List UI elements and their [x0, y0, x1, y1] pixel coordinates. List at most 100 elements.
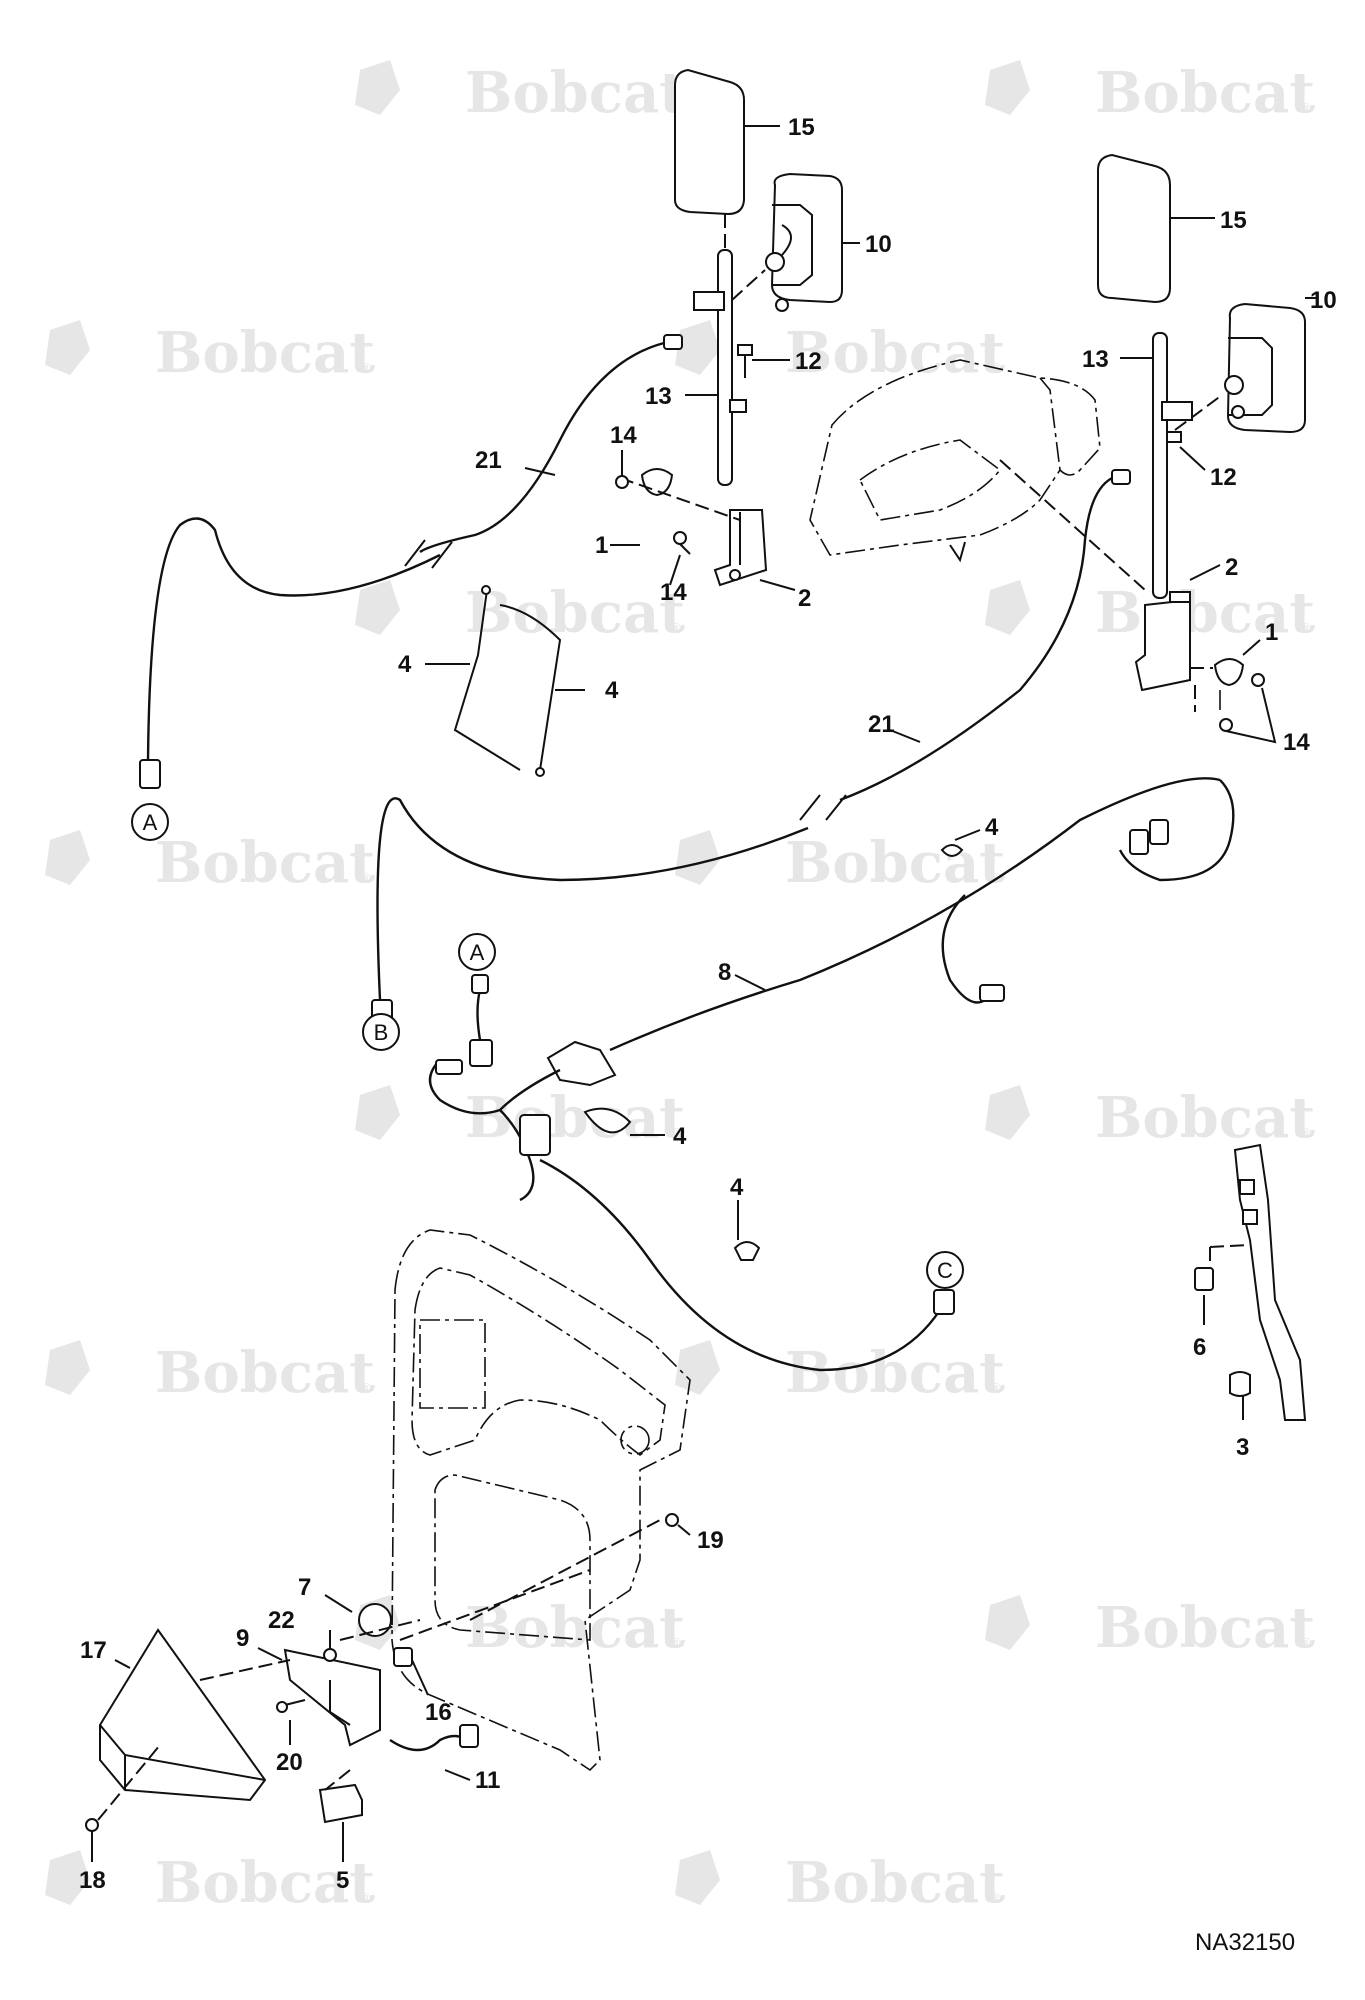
watermark: Bobcat ®: [355, 1085, 685, 1151]
callout-2: 2: [1225, 554, 1238, 581]
watermark: Bobcat ®: [355, 1595, 685, 1661]
leader-lines: [91, 125, 1318, 1862]
watermark-reg-mark: ®: [1300, 101, 1312, 115]
bracket-right: [1134, 598, 1191, 692]
callout-5: 5: [336, 1867, 349, 1894]
callout-11: 11: [475, 1767, 500, 1794]
cable-21-left: [139, 334, 683, 789]
bolt-12-right: [1166, 431, 1182, 443]
callout-17: 17: [80, 1637, 107, 1664]
door-frame-phantom: [391, 1229, 691, 1772]
watermark: Bobcat ®: [45, 320, 375, 386]
svg-text:Bobcat: Bobcat: [465, 580, 685, 646]
watermark-reg-mark: ®: [360, 871, 372, 885]
callout-1: 1: [1265, 619, 1278, 646]
callout-6: 6: [1193, 1334, 1206, 1361]
callout-21: 21: [868, 711, 895, 738]
callout-12: 12: [1210, 464, 1237, 491]
work-light-left: [770, 172, 843, 304]
svg-text:Bobcat: Bobcat: [1095, 1085, 1315, 1151]
watermark-reg-mark: ®: [360, 1381, 372, 1395]
watermark: Bobcat ®: [985, 1085, 1315, 1151]
loader-arm-phantom: [809, 359, 1101, 563]
callout-22: 22: [268, 1607, 295, 1634]
tie-straps-upper: [453, 585, 562, 777]
callouts: 15 10 12 13 21 14 1 14 2 4 4 15 10 13 12…: [79, 114, 1337, 1894]
mirror-left: [674, 68, 745, 216]
svg-text:Bobcat: Bobcat: [785, 830, 1005, 896]
watermark: Bobcat ®: [985, 60, 1315, 126]
callout-4: 4: [730, 1174, 744, 1201]
callout-4: 4: [605, 677, 619, 704]
watermark-reg-mark: ®: [990, 1381, 1002, 1395]
callout-4: 4: [673, 1123, 687, 1150]
callout-13: 13: [645, 383, 672, 410]
callout-7: 7: [298, 1574, 311, 1601]
watermark: Bobcat ®: [355, 580, 685, 646]
watermark-reg-mark: ®: [670, 621, 682, 635]
callout-15: 15: [788, 114, 815, 141]
watermark: Bobcat ®: [45, 1850, 375, 1916]
watermark: Bobcat ®: [675, 1850, 1005, 1916]
watermark: Bobcat ®: [985, 1595, 1315, 1661]
watermark-reg-mark: ®: [1300, 1636, 1312, 1650]
svg-text:A: A: [470, 940, 485, 965]
svg-text:Bobcat: Bobcat: [155, 1340, 375, 1406]
svg-text:Bobcat: Bobcat: [155, 830, 375, 896]
ref-a-harness: A: [458, 933, 496, 971]
watermark-layer: Bobcat ® Bobcat ® Bobcat ® Bobcat ® Bobc…: [45, 60, 1315, 1916]
switch-6: [1194, 1267, 1214, 1291]
side-bracket-right: [1194, 1143, 1307, 1421]
callout-12: 12: [795, 348, 822, 375]
watermark: Bobcat ®: [45, 1340, 375, 1406]
callout-10: 10: [1310, 287, 1337, 314]
watermark: Bobcat ®: [675, 320, 1005, 386]
svg-text:C: C: [937, 1258, 953, 1283]
callout-18: 18: [79, 1867, 106, 1894]
watermark: Bobcat ®: [675, 830, 1005, 896]
svg-text:Bobcat: Bobcat: [1095, 1595, 1315, 1661]
callout-10: 10: [865, 231, 892, 258]
svg-text:Bobcat: Bobcat: [465, 1085, 685, 1151]
callout-20: 20: [276, 1749, 303, 1776]
watermark-reg-mark: ®: [990, 1891, 1002, 1905]
ref-b: B: [362, 1013, 400, 1051]
callout-2: 2: [798, 585, 811, 612]
svg-text:Bobcat: Bobcat: [155, 1850, 375, 1916]
svg-text:Bobcat: Bobcat: [785, 1340, 1005, 1406]
clamp-1-right: [1213, 658, 1245, 687]
svg-text:Bobcat: Bobcat: [1095, 60, 1315, 126]
svg-text:Bobcat: Bobcat: [465, 60, 685, 126]
watermark-reg-mark: ®: [670, 1636, 682, 1650]
mirror-right: [1097, 153, 1171, 304]
plate-9: [283, 1648, 381, 1747]
callout-4: 4: [398, 651, 412, 678]
bolt-12-left: [737, 344, 753, 356]
svg-text:Bobcat: Bobcat: [1095, 580, 1315, 646]
work-light-right: [1226, 302, 1306, 434]
left-light-assembly: [615, 68, 843, 587]
callout-14: 14: [660, 579, 687, 606]
watermark: Bobcat ®: [675, 1340, 1005, 1406]
right-light-assembly: [999, 153, 1306, 732]
lamp-5: [318, 1783, 363, 1824]
callout-14: 14: [610, 422, 637, 449]
svg-text:A: A: [143, 810, 158, 835]
watermark-reg-mark: ®: [1300, 621, 1312, 635]
watermark-reg-mark: ®: [360, 361, 372, 375]
callout-19: 19: [697, 1527, 724, 1554]
mount-tube-right: [1152, 332, 1168, 599]
watermark: Bobcat ®: [985, 580, 1315, 646]
main-harness-8: [428, 777, 1235, 1372]
cable-21-right: [371, 469, 1131, 1029]
ref-c: C: [926, 1251, 964, 1289]
plug-3: [1229, 1371, 1251, 1397]
callout-15: 15: [1220, 207, 1247, 234]
watermark: Bobcat ®: [45, 830, 375, 896]
callout-14: 14: [1283, 729, 1310, 756]
svg-text:Bobcat: Bobcat: [155, 320, 375, 386]
callout-4: 4: [985, 814, 999, 841]
callout-21: 21: [475, 447, 502, 474]
svg-text:Bobcat: Bobcat: [465, 1595, 685, 1661]
